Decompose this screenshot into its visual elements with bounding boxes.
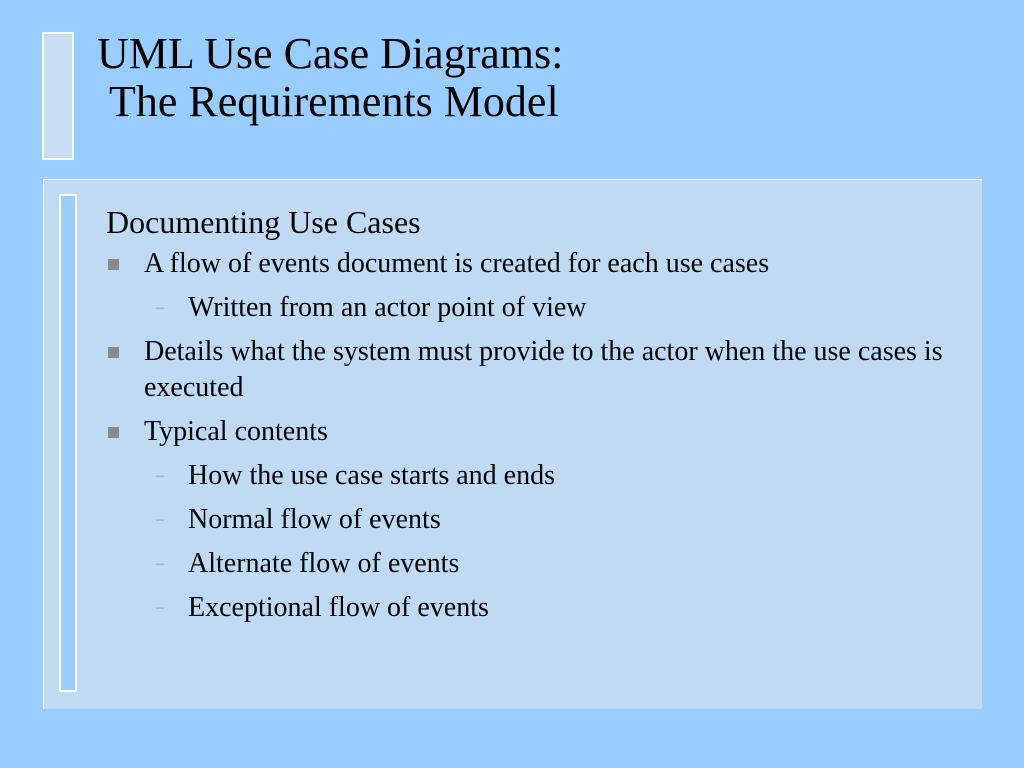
dash-bullet-icon: – <box>156 599 164 616</box>
sub-bullet-text: Normal flow of events <box>188 504 441 535</box>
bullet-text: Details what the system must provide to … <box>144 336 943 403</box>
title-accent-bar <box>42 32 74 160</box>
square-bullet-icon <box>108 347 119 358</box>
section-heading: Documenting Use Cases <box>106 204 421 240</box>
dash-bullet-icon: – <box>156 299 164 316</box>
sub-bullet-text: How the use case starts and ends <box>188 460 556 491</box>
bullet-text: Typical contents <box>144 416 328 447</box>
bullet-item: Details what the system must provide to … <box>106 334 966 406</box>
sub-bullet-item: – Exceptional flow of events <box>106 590 966 626</box>
sub-bullet-item: – Alternate flow of events <box>106 546 966 582</box>
slide-title: UML Use Case Diagrams: The Requirements … <box>97 30 977 126</box>
slide-body: Documenting Use Cases A flow of events d… <box>106 202 966 634</box>
slide-title-line-1: UML Use Case Diagrams: <box>97 29 564 78</box>
sub-bullet-item: – Written from an actor point of view <box>106 290 966 326</box>
sub-bullet-text: Exceptional flow of events <box>188 592 489 623</box>
content-accent-bar <box>59 194 77 692</box>
sub-bullet-text: Written from an actor point of view <box>188 292 587 323</box>
bullet-text: A flow of events document is created for… <box>144 248 770 279</box>
dash-bullet-icon: – <box>156 555 164 572</box>
content-panel <box>42 178 983 710</box>
dash-bullet-icon: – <box>156 511 164 528</box>
sub-bullet-text: Alternate flow of events <box>188 548 460 579</box>
sub-bullet-item: – How the use case starts and ends <box>106 458 966 494</box>
dash-bullet-icon: – <box>156 467 164 484</box>
square-bullet-icon <box>108 259 119 270</box>
bullet-item: A flow of events document is created for… <box>106 246 966 282</box>
square-bullet-icon <box>108 427 119 438</box>
bullet-item: Typical contents <box>106 414 966 450</box>
sub-bullet-item: – Normal flow of events <box>106 502 966 538</box>
slide-title-line-2: The Requirements Model <box>109 77 559 126</box>
